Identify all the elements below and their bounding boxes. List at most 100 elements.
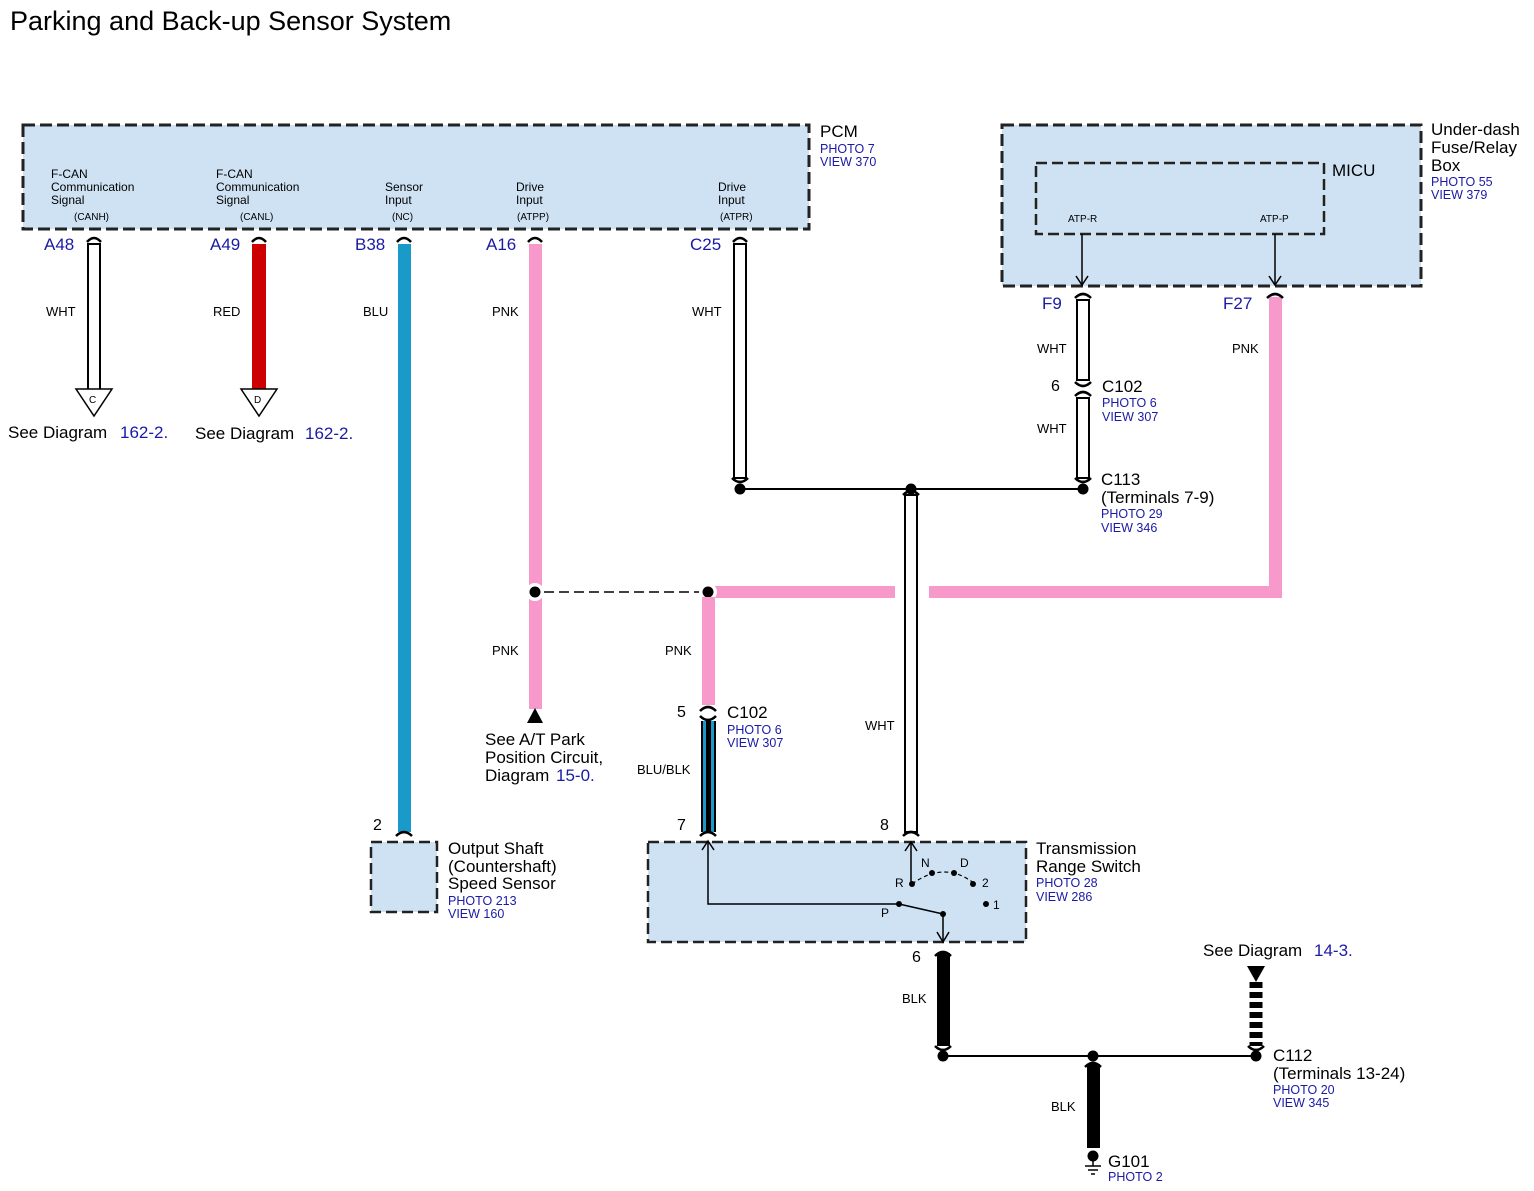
wire-a48-wht xyxy=(87,243,101,391)
a16-junction-dot xyxy=(529,586,541,598)
gnd-ref-arrow xyxy=(1247,966,1265,982)
trs-photo: PHOTO 28 xyxy=(1036,876,1098,890)
speed-sensor-line1: Output Shaft xyxy=(448,839,544,858)
diagram-link-c[interactable]: 162-2. xyxy=(120,423,168,442)
wire-label-c102-lower: WHT xyxy=(1037,421,1067,436)
g101-name: G101 xyxy=(1108,1152,1150,1171)
pin-b38: B38 xyxy=(355,235,385,254)
diagram-link-d[interactable]: 162-2. xyxy=(305,424,353,443)
micu-atp-p: ATP-P xyxy=(1260,214,1289,225)
pcm-terminal-caps xyxy=(86,236,748,243)
atp-ref-line1: See A/T Park xyxy=(485,730,585,749)
c112-cap xyxy=(1247,1045,1265,1052)
micu-box xyxy=(1034,161,1326,236)
speed-sensor-line3: Speed Sensor xyxy=(448,874,556,893)
micu-name: MICU xyxy=(1332,161,1375,180)
pcm-name: PCM xyxy=(820,122,858,141)
svg-text:Input: Input xyxy=(516,193,543,207)
svg-text:Communication: Communication xyxy=(51,180,134,194)
trs-terminal-8-cap xyxy=(902,830,920,837)
trs-terminal-7-cap xyxy=(699,830,717,837)
g101-photo: PHOTO 2 xyxy=(1108,1170,1163,1184)
svg-text:F-CAN: F-CAN xyxy=(216,167,253,181)
wire-label-blk-lower: BLK xyxy=(1051,1099,1076,1114)
trs-pin-7: 7 xyxy=(677,817,686,834)
see-diagram-gnd: See Diagram xyxy=(1203,941,1302,960)
c112-photo: PHOTO 20 xyxy=(1273,1083,1335,1097)
svg-text:(CANL): (CANL) xyxy=(240,212,273,223)
wire-label-f27: PNK xyxy=(1232,341,1259,356)
trs-pos-p: P xyxy=(881,906,889,920)
wire-label-a16: PNK xyxy=(492,304,519,319)
pin-f9: F9 xyxy=(1042,294,1062,313)
trs-line2: Range Switch xyxy=(1036,857,1141,876)
micu-atp-r: ATP-R xyxy=(1068,214,1097,225)
c102-mid-connector xyxy=(699,705,717,722)
c102-top-photo: PHOTO 6 xyxy=(1102,396,1157,410)
diagram-link-gnd[interactable]: 14-3. xyxy=(1314,941,1353,960)
wire-label-blk-upper: BLK xyxy=(902,991,927,1006)
trs-switch-internals xyxy=(701,839,989,944)
c102-top-name: C102 xyxy=(1102,377,1143,396)
wire-label-c102-upper: WHT xyxy=(1037,341,1067,356)
svg-text:Drive: Drive xyxy=(516,180,544,194)
underdash-line3: Box xyxy=(1431,156,1461,175)
pcm-terminal-c25: Drive Input (ATPR) xyxy=(718,180,753,223)
sensor-pin: 2 xyxy=(373,817,382,834)
c102-mid-pin: 5 xyxy=(677,704,686,721)
atp-ref-line2: Position Circuit, xyxy=(485,748,603,767)
c113-name: C113 xyxy=(1101,470,1140,489)
svg-text:(ATPR): (ATPR) xyxy=(720,212,753,223)
svg-text:(ATPP): (ATPP) xyxy=(517,212,549,223)
c112-view: VIEW 345 xyxy=(1273,1096,1329,1110)
svg-text:Input: Input xyxy=(718,193,745,207)
speed-sensor-view: VIEW 160 xyxy=(448,907,504,921)
wire-blu-blk xyxy=(701,721,716,832)
underdash-photo: PHOTO 55 xyxy=(1431,175,1493,189)
pin-a16: A16 xyxy=(486,235,516,254)
see-diagram-c: See Diagram xyxy=(8,423,107,442)
wire-label-a49: RED xyxy=(213,304,240,319)
atp-ref-line3: Diagram xyxy=(485,766,549,785)
c102-mid-view: VIEW 307 xyxy=(727,736,783,750)
wire-label-c25: WHT xyxy=(692,304,722,319)
connector-d-label: D xyxy=(254,395,261,406)
wire-label-a16-lower: PNK xyxy=(492,643,519,658)
wire-a49-red xyxy=(252,244,266,390)
c113-cap xyxy=(1074,477,1092,484)
speed-sensor-box xyxy=(369,840,439,914)
wire-label-blu-blk: BLU/BLK xyxy=(637,762,691,777)
underdash-view: VIEW 379 xyxy=(1431,188,1487,202)
speed-sensor-line2: (Countershaft) xyxy=(448,857,557,876)
micu-internal-arrows xyxy=(1075,234,1282,287)
trs-pos-2: 2 xyxy=(982,876,989,890)
wire-blk-upper xyxy=(937,953,950,1046)
svg-text:Drive: Drive xyxy=(718,180,746,194)
svg-text:(NC): (NC) xyxy=(392,212,413,223)
connector-c-label: C xyxy=(89,395,96,406)
connector-c-triangle xyxy=(74,388,114,418)
c102-mid-name: C102 xyxy=(727,703,768,722)
pink-junction-dot xyxy=(702,586,714,598)
wire-f9-wht-lower xyxy=(1076,397,1090,479)
g101-dot xyxy=(1087,1150,1099,1162)
atp-diagram-link[interactable]: 15-0. xyxy=(556,766,595,785)
wire-wht-long xyxy=(904,494,918,833)
underdash-line2: Fuse/Relay xyxy=(1431,138,1517,157)
wire-label-pink-drop: PNK xyxy=(665,643,692,658)
wire-a16-pnk xyxy=(529,244,542,709)
trs-pos-1: 1 xyxy=(993,898,1000,912)
wire-f27-pnk xyxy=(708,297,1282,598)
page-title: Parking and Back-up Sensor System xyxy=(10,6,451,36)
connector-d-triangle xyxy=(239,388,279,418)
pin-c25: C25 xyxy=(690,235,721,254)
ground-icon xyxy=(1085,1161,1101,1175)
wire-blk-lower xyxy=(1087,1064,1100,1148)
pcm-terminal-a48: F-CAN Communication Signal (CANH) xyxy=(51,167,134,223)
trs-box xyxy=(646,840,1028,944)
c112-name: C112 xyxy=(1273,1046,1312,1065)
pcm-terminal-b38: Sensor Input (NC) xyxy=(385,180,423,223)
trs-pin-6: 6 xyxy=(912,949,921,966)
trs-pin-8: 8 xyxy=(880,817,889,834)
wire-f9-wht-upper xyxy=(1076,299,1090,381)
